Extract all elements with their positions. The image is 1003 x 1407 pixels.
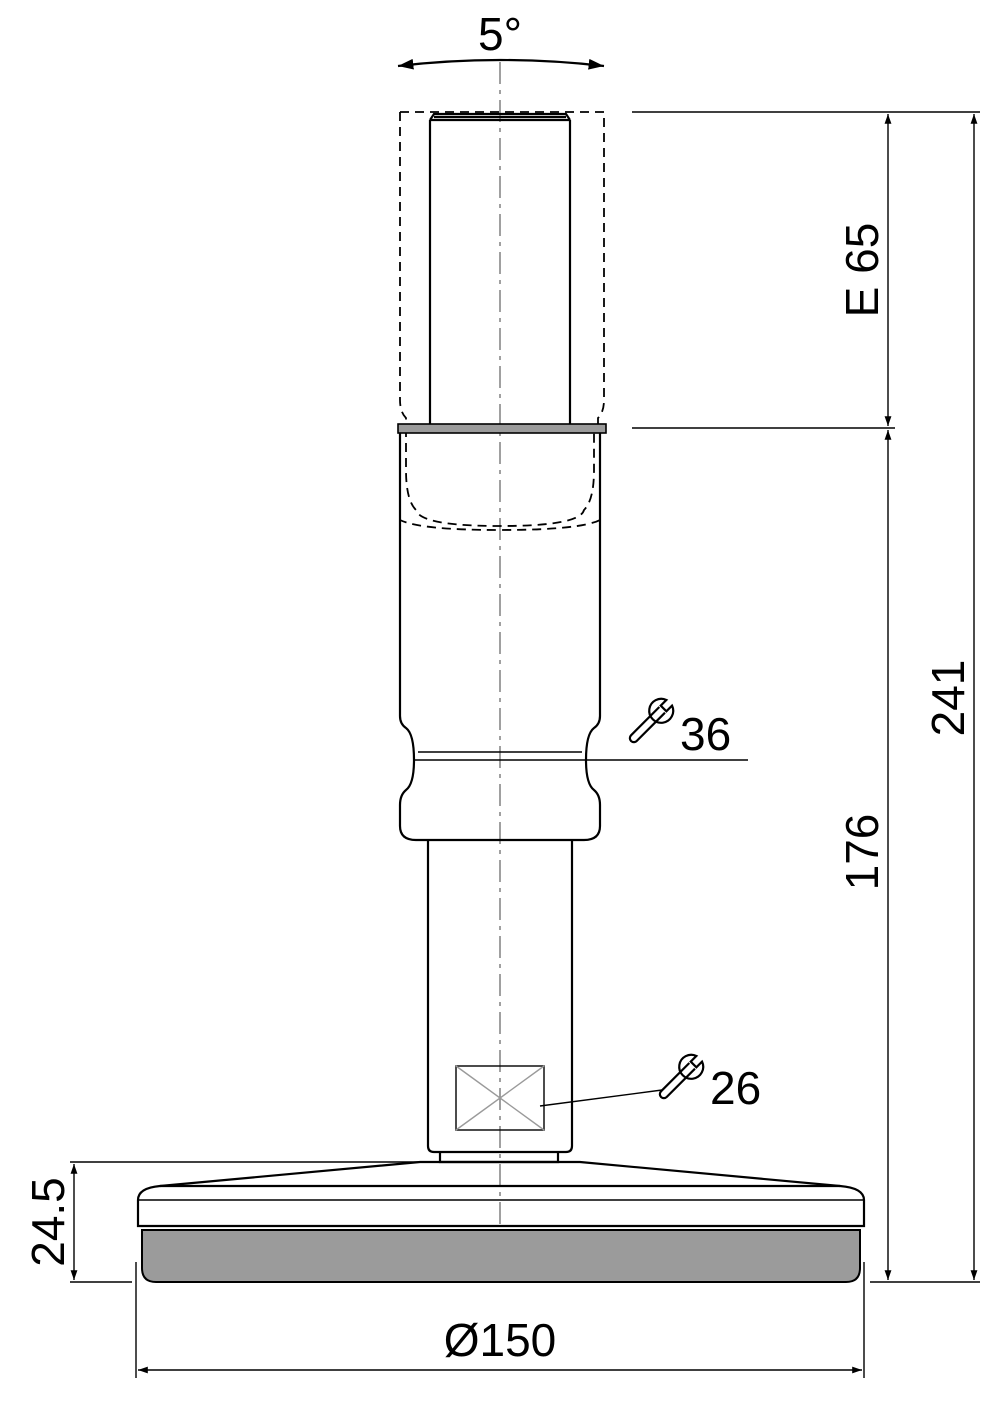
spindle-upper [428, 112, 572, 426]
dim-label-overall-height: 241 [922, 660, 974, 737]
dim-label-base-height: 176 [836, 814, 888, 891]
dim-label-extension: E 65 [836, 223, 888, 318]
housing-body [398, 433, 602, 842]
dim-label-foot-height: 24.5 [22, 1177, 74, 1267]
foot-pad [141, 1229, 861, 1283]
wrench-26-flat [455, 1065, 545, 1131]
wrench-26-leader [539, 1089, 663, 1107]
tilt-angle-label: 5° [478, 8, 522, 60]
wrench-icon [658, 1053, 705, 1100]
dim-label-foot-diameter: Ø150 [444, 1314, 557, 1366]
collar-plate [397, 423, 607, 434]
extended-sleeve-outline [399, 111, 605, 531]
wrench-36-label: 36 [680, 708, 731, 760]
wrench-26-label: 26 [710, 1062, 761, 1114]
foot-base [136, 1160, 866, 1228]
tilt-angle-arc [397, 58, 605, 70]
wrench-icon [628, 697, 675, 744]
